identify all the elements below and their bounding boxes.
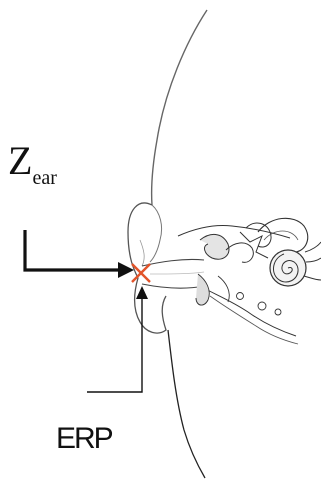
impedance-subscript: ear bbox=[32, 167, 57, 189]
erp-label: ERP bbox=[56, 422, 113, 455]
impedance-arrow bbox=[25, 230, 120, 270]
impedance-label: Zear bbox=[8, 138, 57, 189]
head-outline-upper bbox=[152, 10, 207, 205]
inner-ear bbox=[178, 218, 321, 344]
impedance-symbol: Z bbox=[8, 138, 32, 183]
erp-pointer bbox=[87, 298, 142, 392]
head-outline-lower bbox=[168, 330, 205, 478]
arrow-head-icon bbox=[118, 262, 134, 278]
